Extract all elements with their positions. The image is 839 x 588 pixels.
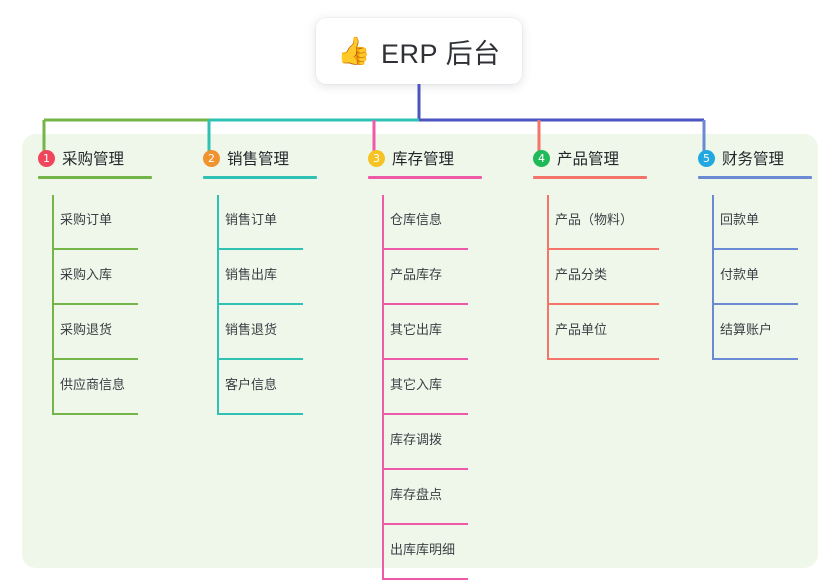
leaf-item-underline (382, 358, 468, 360)
branch-badge-icon: 2 (203, 149, 220, 167)
leaf-item-label: 采购订单 (60, 212, 113, 227)
branch-header-underline (203, 176, 317, 179)
branch-header-label: 采购管理 (62, 151, 125, 168)
root-node-card[interactable]: 👍 ERP 后台 (316, 18, 522, 84)
leaf-item-label: 库存盘点 (390, 487, 443, 502)
branch-header-label: 销售管理 (227, 151, 290, 168)
leaf-item-label: 产品分类 (555, 267, 608, 282)
branch-header-3[interactable]: 3 库存管理 (368, 146, 482, 170)
leaf-item-underline (52, 248, 138, 250)
branch-header-underline (533, 176, 647, 179)
leaf-item[interactable]: 库存盘点 (368, 470, 482, 525)
leaf-item[interactable]: 销售退货 (203, 305, 317, 360)
branch-header-label: 库存管理 (392, 151, 455, 168)
leaf-item[interactable]: 付款单 (698, 250, 812, 305)
leaf-item[interactable]: 其它入库 (368, 360, 482, 415)
leaf-item-underline (382, 303, 468, 305)
leaf-item-label: 销售退货 (225, 322, 278, 337)
leaf-item-underline (382, 468, 468, 470)
branch-header-5[interactable]: 5 财务管理 (698, 146, 812, 170)
leaf-item-underline (382, 413, 468, 415)
leaf-item-underline (52, 358, 138, 360)
leaf-item-label: 仓库信息 (390, 212, 443, 227)
branch-leaf-list: 采购订单采购入库采购退货供应商信息 (38, 195, 152, 415)
branch-leaf-list: 仓库信息产品库存其它出库其它入库库存调拨库存盘点出库库明细 (368, 195, 482, 580)
branch-leaf-list: 回款单付款单结算账户 (698, 195, 812, 360)
branch-header-2[interactable]: 2 销售管理 (203, 146, 317, 170)
branch-header-underline (38, 176, 152, 179)
leaf-item[interactable]: 库存调拨 (368, 415, 482, 470)
leaf-item[interactable]: 结算账户 (698, 305, 812, 360)
leaf-item-underline (712, 303, 798, 305)
branch-column-2: 2 销售管理销售订单销售出库销售退货客户信息 (203, 146, 317, 415)
leaf-item-label: 其它入库 (390, 377, 443, 392)
leaf-item-label: 付款单 (720, 267, 760, 282)
leaf-item-underline (547, 303, 659, 305)
leaf-item-underline (547, 358, 659, 360)
branch-header-label: 产品管理 (557, 151, 620, 168)
leaf-item-underline (547, 248, 659, 250)
branch-column-1: 1 采购管理采购订单采购入库采购退货供应商信息 (38, 146, 152, 415)
leaf-item-underline (382, 578, 468, 580)
leaf-item-label: 产品单位 (555, 322, 608, 337)
branch-column-5: 5 财务管理回款单付款单结算账户 (698, 146, 812, 360)
leaf-item-label: 其它出库 (390, 322, 443, 337)
leaf-item-label: 产品（物料） (555, 212, 634, 227)
leaf-item-label: 采购退货 (60, 322, 113, 337)
leaf-item[interactable]: 其它出库 (368, 305, 482, 360)
branch-column-3: 3 库存管理仓库信息产品库存其它出库其它入库库存调拨库存盘点出库库明细 (368, 146, 482, 580)
leaf-item[interactable]: 采购退货 (38, 305, 152, 360)
branch-badge-icon: 4 (533, 149, 550, 167)
leaf-item-underline (712, 248, 798, 250)
leaf-item-underline (217, 303, 303, 305)
leaf-item[interactable]: 采购入库 (38, 250, 152, 305)
leaf-item-label: 客户信息 (225, 377, 278, 392)
leaf-item-underline (217, 248, 303, 250)
leaf-item[interactable]: 销售出库 (203, 250, 317, 305)
thumbs-up-icon: 👍 (337, 35, 372, 66)
branch-leaf-list: 销售订单销售出库销售退货客户信息 (203, 195, 317, 415)
branch-badge-icon: 1 (38, 149, 55, 167)
leaf-item[interactable]: 仓库信息 (368, 195, 482, 250)
branch-header-underline (368, 176, 482, 179)
leaf-item[interactable]: 客户信息 (203, 360, 317, 415)
leaf-item-label: 产品库存 (390, 267, 443, 282)
leaf-item-underline (52, 303, 138, 305)
leaf-item-label: 库存调拨 (390, 432, 443, 447)
leaf-item-label: 供应商信息 (60, 377, 126, 392)
leaf-item[interactable]: 产品单位 (533, 305, 659, 360)
branch-header-underline (698, 176, 812, 179)
leaf-item[interactable]: 产品分类 (533, 250, 659, 305)
branch-column-4: 4 产品管理产品（物料） 产品分类产品单位 (533, 146, 659, 360)
leaf-item[interactable]: 供应商信息 (38, 360, 152, 415)
root-node-title: ERP 后台 (381, 38, 501, 69)
leaf-item[interactable]: 产品库存 (368, 250, 482, 305)
leaf-item-label: 销售订单 (225, 212, 278, 227)
branch-badge-icon: 3 (368, 149, 385, 167)
branches-panel (22, 134, 818, 568)
leaf-item-label: 出库库明细 (390, 542, 456, 557)
leaf-item-label: 结算账户 (720, 322, 773, 337)
leaf-item[interactable]: 出库库明细 (368, 525, 482, 580)
leaf-item-underline (217, 413, 303, 415)
leaf-item-underline (382, 248, 468, 250)
leaf-item-label: 回款单 (720, 212, 760, 227)
branch-header-label: 财务管理 (722, 151, 785, 168)
leaf-item-label: 销售出库 (225, 267, 278, 282)
leaf-item-underline (712, 358, 798, 360)
leaf-item-underline (52, 413, 138, 415)
branch-header-1[interactable]: 1 采购管理 (38, 146, 152, 170)
branch-leaf-list: 产品（物料） 产品分类产品单位 (533, 195, 659, 360)
leaf-item[interactable]: 回款单 (698, 195, 812, 250)
leaf-item[interactable]: 销售订单 (203, 195, 317, 250)
leaf-item-underline (217, 358, 303, 360)
branch-badge-icon: 5 (698, 149, 715, 167)
branch-header-4[interactable]: 4 产品管理 (533, 146, 647, 170)
leaf-item-label: 采购入库 (60, 267, 113, 282)
leaf-item[interactable]: 产品（物料） (533, 195, 659, 250)
leaf-item[interactable]: 采购订单 (38, 195, 152, 250)
leaf-item-underline (382, 523, 468, 525)
